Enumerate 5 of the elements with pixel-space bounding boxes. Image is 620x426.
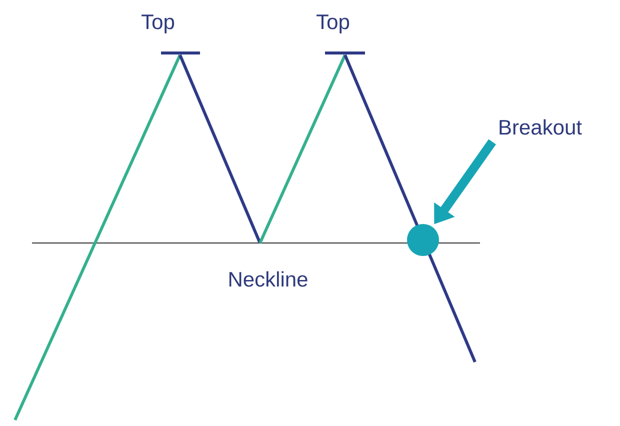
text-label: Top (142, 14, 174, 34)
text-label: Neckline (229, 271, 308, 287)
text-label: Top (316, 14, 350, 34)
breakout-dot (407, 224, 439, 256)
text-label: Breakout (500, 119, 582, 135)
